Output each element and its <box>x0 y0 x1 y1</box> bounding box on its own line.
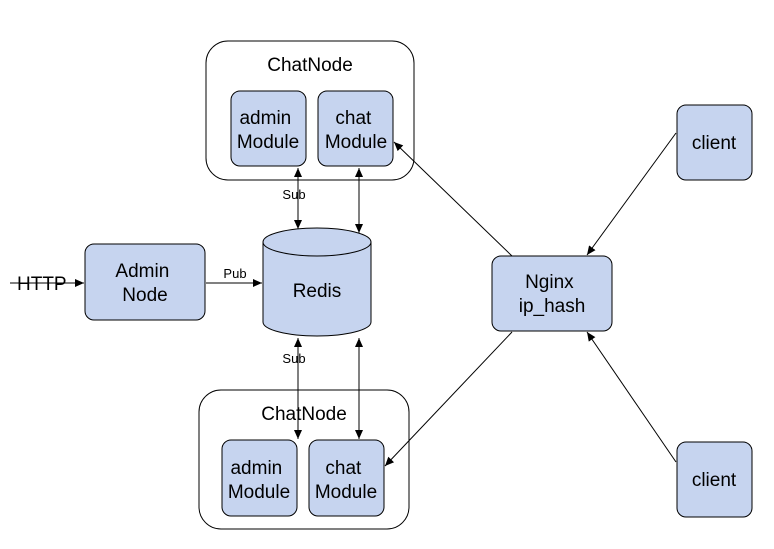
client-bottom-label: client <box>692 470 737 491</box>
nginx-to-chat-top-arrow <box>393 141 513 257</box>
sub-label-bottom: Sub <box>282 351 305 366</box>
redis-cylinder-top <box>262 227 372 257</box>
client-bottom: client <box>676 441 753 518</box>
redis-label: Redis <box>293 281 342 302</box>
chat-module-top-box <box>317 90 394 167</box>
admin-node-label: Admin Node <box>115 261 174 306</box>
client-top-box <box>676 104 753 181</box>
nginx-box <box>491 255 613 332</box>
redis-cylinder-body <box>262 241 372 337</box>
sub-label-top: Sub <box>282 187 305 202</box>
chatnode-bottom-title: ChatNode <box>261 404 347 425</box>
chatnode-top-title: ChatNode <box>267 55 353 76</box>
client-top-label: client <box>692 133 737 154</box>
admin-node-box <box>84 243 206 321</box>
admin-module-bottom-box <box>221 439 298 517</box>
http-label: HTTP <box>17 274 67 295</box>
chat-module-bottom-box <box>308 439 385 517</box>
chatnode-bottom: ChatNode admin Module chat Module <box>198 389 410 530</box>
chat-module-top-label: chat Module <box>325 108 387 153</box>
admin-node: Admin Node <box>84 243 206 321</box>
admin-module-top-label: admin Module <box>237 108 299 153</box>
client-top-to-nginx-arrow <box>586 132 677 256</box>
pub-label: Pub <box>223 266 246 281</box>
chat-module-bottom-label: chat Module <box>315 458 377 503</box>
admin-module-bottom-label: admin Module <box>228 458 290 503</box>
nginx-to-chat-bottom-arrow <box>384 331 513 467</box>
admin-module-top-box <box>230 90 307 167</box>
nginx-node: Nginx ip_hash <box>491 255 613 332</box>
client-top: client <box>676 104 753 181</box>
chatnode-top: ChatNode admin Module chat Module <box>205 40 415 181</box>
redis-database: Redis <box>262 227 372 337</box>
client-bottom-to-nginx-arrow <box>586 331 677 463</box>
client-bottom-box <box>676 441 753 518</box>
nginx-label: Nginx ip_hash <box>519 272 586 317</box>
